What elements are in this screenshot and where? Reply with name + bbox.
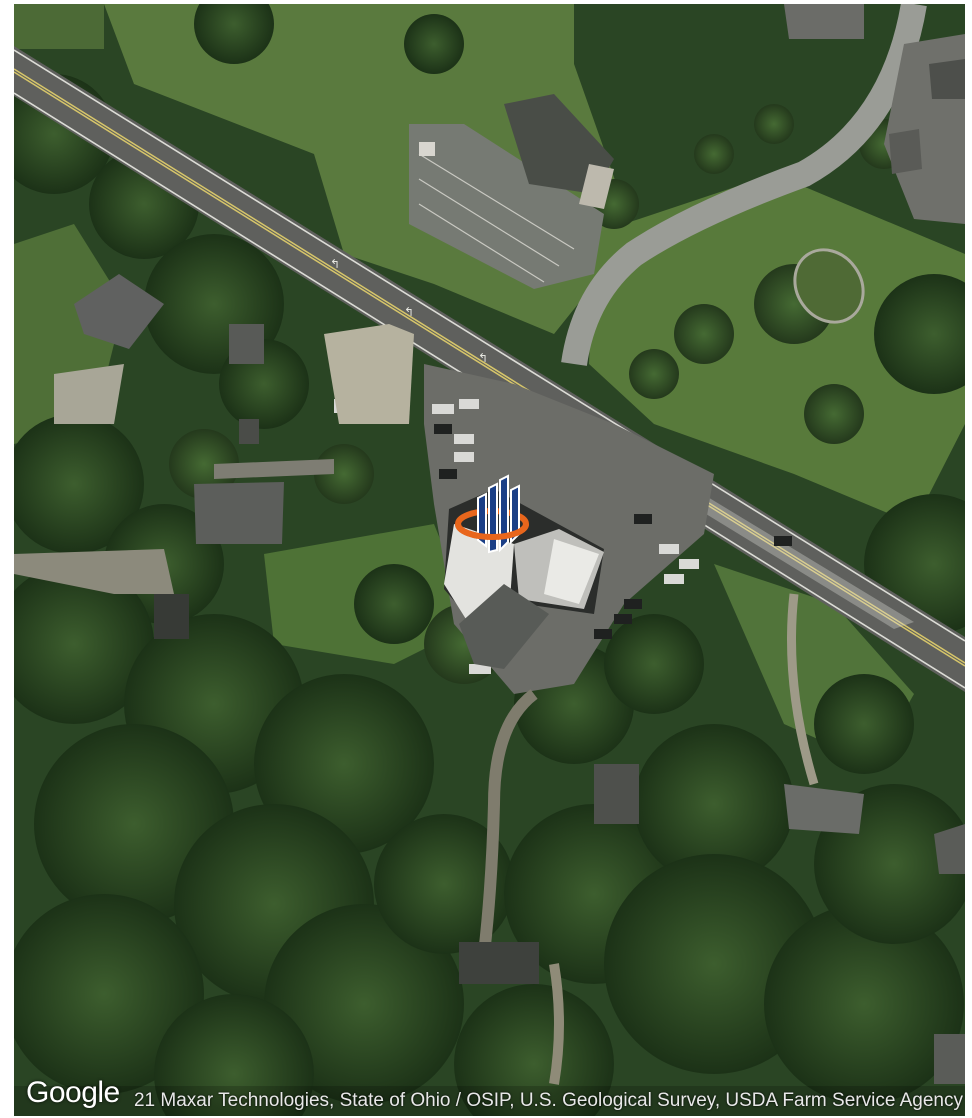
location-pin-icon[interactable] [444,460,554,560]
map-attribution: 21 Maxar Technologies, State of Ohio / O… [14,1086,965,1116]
svg-text:↰: ↰ [404,305,414,319]
google-logo[interactable]: Google [26,1076,120,1109]
attribution-text: 21 Maxar Technologies, State of Ohio / O… [133,1090,963,1111]
svg-text:↰: ↰ [478,351,488,365]
svg-text:↰: ↰ [330,257,340,271]
satellite-map[interactable]: ↰ ↰ ↰ 21 Maxar Technologies, State of Oh… [14,4,965,1116]
satellite-imagery: ↰ ↰ ↰ [14,4,965,1116]
